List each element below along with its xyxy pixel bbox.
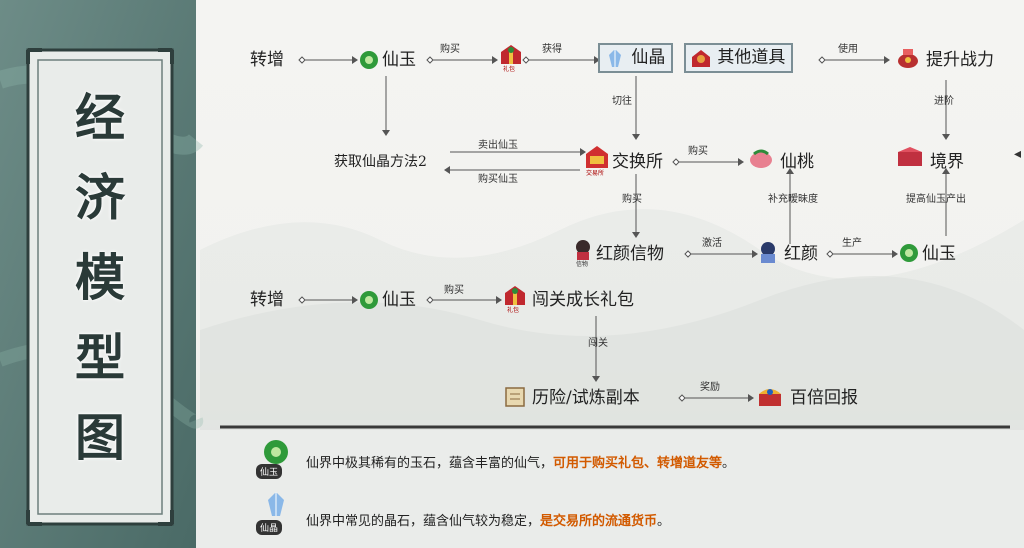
node-xinwu: 红颜信物 xyxy=(596,244,664,264)
node-xianyu-2: 仙玉 xyxy=(382,290,416,310)
node-tisheng: 提升战力 xyxy=(926,50,994,70)
legend-badge-xianjing: 仙晶 xyxy=(256,520,283,535)
node-fangfa: 获取仙晶方法2 xyxy=(334,154,427,170)
gift-pack-icon xyxy=(501,45,521,64)
cauldron-icon xyxy=(898,49,918,68)
jade-icon-legend xyxy=(264,440,288,464)
node-xianyu-1: 仙玉 xyxy=(382,50,416,70)
crystal-icon xyxy=(609,49,621,67)
edge-label-maichu: 卖出仙玉 xyxy=(478,140,518,151)
edge-label-huode: 获得 xyxy=(542,44,562,55)
node-huibao: 百倍回报 xyxy=(790,388,858,408)
title-char-2: 济 xyxy=(75,168,125,227)
legend-text-xianyu: 仙界中极其稀有的玉石，蕴含丰富的仙气，可用于购买礼包、转增道友等。 xyxy=(306,452,735,471)
token-icon xyxy=(576,240,590,260)
items-icon xyxy=(692,50,710,67)
treasure-icon xyxy=(759,389,781,406)
node-hongyan: 红颜 xyxy=(784,244,818,264)
node-xianyu-3: 仙玉 xyxy=(922,244,956,264)
edge-label-goumai-4: 购买 xyxy=(444,285,464,296)
node-xianjing: 仙晶 xyxy=(598,43,674,73)
edge-label-jiangli: 奖励 xyxy=(700,382,720,393)
title-char-1: 经 xyxy=(75,88,125,147)
node-qita-label: 其他道具 xyxy=(717,47,786,68)
libao-caption-1: 礼包 xyxy=(503,66,516,73)
legend-badge-xianyu: 仙玉 xyxy=(256,464,283,479)
title-char-3: 模 xyxy=(75,248,125,307)
node-fuben: 历险/试炼副本 xyxy=(532,388,640,408)
edge-label-goumai-3: 购买 xyxy=(622,194,642,205)
legend-text-xianjing-end: 。 xyxy=(657,514,671,529)
node-zhuanzeng-1: 转增 xyxy=(250,50,284,70)
title-panel: 经 济 模 型 图 xyxy=(30,52,170,522)
jiaohuan-caption: 交易所 xyxy=(586,170,605,177)
exchange-icon xyxy=(586,146,608,168)
legend-text-xianjing: 仙界中常见的晶石，蕴含仙气较为稳定，是交易所的流通货币。 xyxy=(306,510,670,529)
edge-label-goumai-1: 购买 xyxy=(440,44,460,55)
libao-caption-2: 礼包 xyxy=(507,307,520,314)
collapse-handle-icon[interactable]: ◂ xyxy=(1014,146,1022,162)
edge-label-shiyong: 使用 xyxy=(838,44,858,55)
jade-icon-2 xyxy=(900,244,918,262)
node-jingjie: 境界 xyxy=(930,152,964,172)
title-char-5: 图 xyxy=(75,408,125,467)
scroll-icon xyxy=(505,387,525,407)
title-char-4: 型 xyxy=(75,328,125,387)
node-libao: 闯关成长礼包 xyxy=(532,290,634,310)
xinwu-caption: 信物 xyxy=(576,261,589,268)
edge-label-jihuo: 激活 xyxy=(702,238,722,249)
edge-label-tigao: 提高仙玉产出 xyxy=(906,194,966,205)
legend-text-xianyu-end: 。 xyxy=(722,456,736,471)
node-jiaohuan: 交换所 xyxy=(612,152,663,172)
legend-text-xianjing-main: 仙界中常见的晶石，蕴含仙气较为稳定， xyxy=(306,514,541,529)
edge-label-goumai-2: 购买 xyxy=(688,146,708,157)
edge-label-qiehuan: 切往 xyxy=(612,96,632,107)
legend-text-xianjing-highlight: 是交易所的流通货币 xyxy=(540,514,658,529)
edge-label-chuangguan: 闯关 xyxy=(588,338,608,349)
node-zhuanzeng-2: 转增 xyxy=(250,290,284,310)
edge-label-shengchan: 生产 xyxy=(842,238,862,249)
realm-icon xyxy=(898,147,922,166)
node-xiantao: 仙桃 xyxy=(780,152,814,172)
peach-icon xyxy=(750,149,772,168)
edge-label-buchong: 补充暧昧度 xyxy=(768,194,818,205)
legend-text-xianyu-highlight: 可用于购买礼包、转增道友等 xyxy=(553,456,723,471)
jade-icon-3 xyxy=(360,291,378,309)
beauty-icon xyxy=(761,242,775,263)
node-qita: 其他道具 xyxy=(684,43,794,73)
edge-label-jinjie: 进阶 xyxy=(934,96,954,107)
node-xianjing-label: 仙晶 xyxy=(631,47,666,68)
gift-pack-icon-2 xyxy=(505,286,525,305)
legend-text-xianyu-main: 仙界中极其稀有的玉石，蕴含丰富的仙气， xyxy=(306,456,554,471)
jade-icon xyxy=(360,51,378,69)
edge-label-mairu: 购买仙玉 xyxy=(478,174,518,185)
crystal-icon-legend xyxy=(268,492,284,516)
